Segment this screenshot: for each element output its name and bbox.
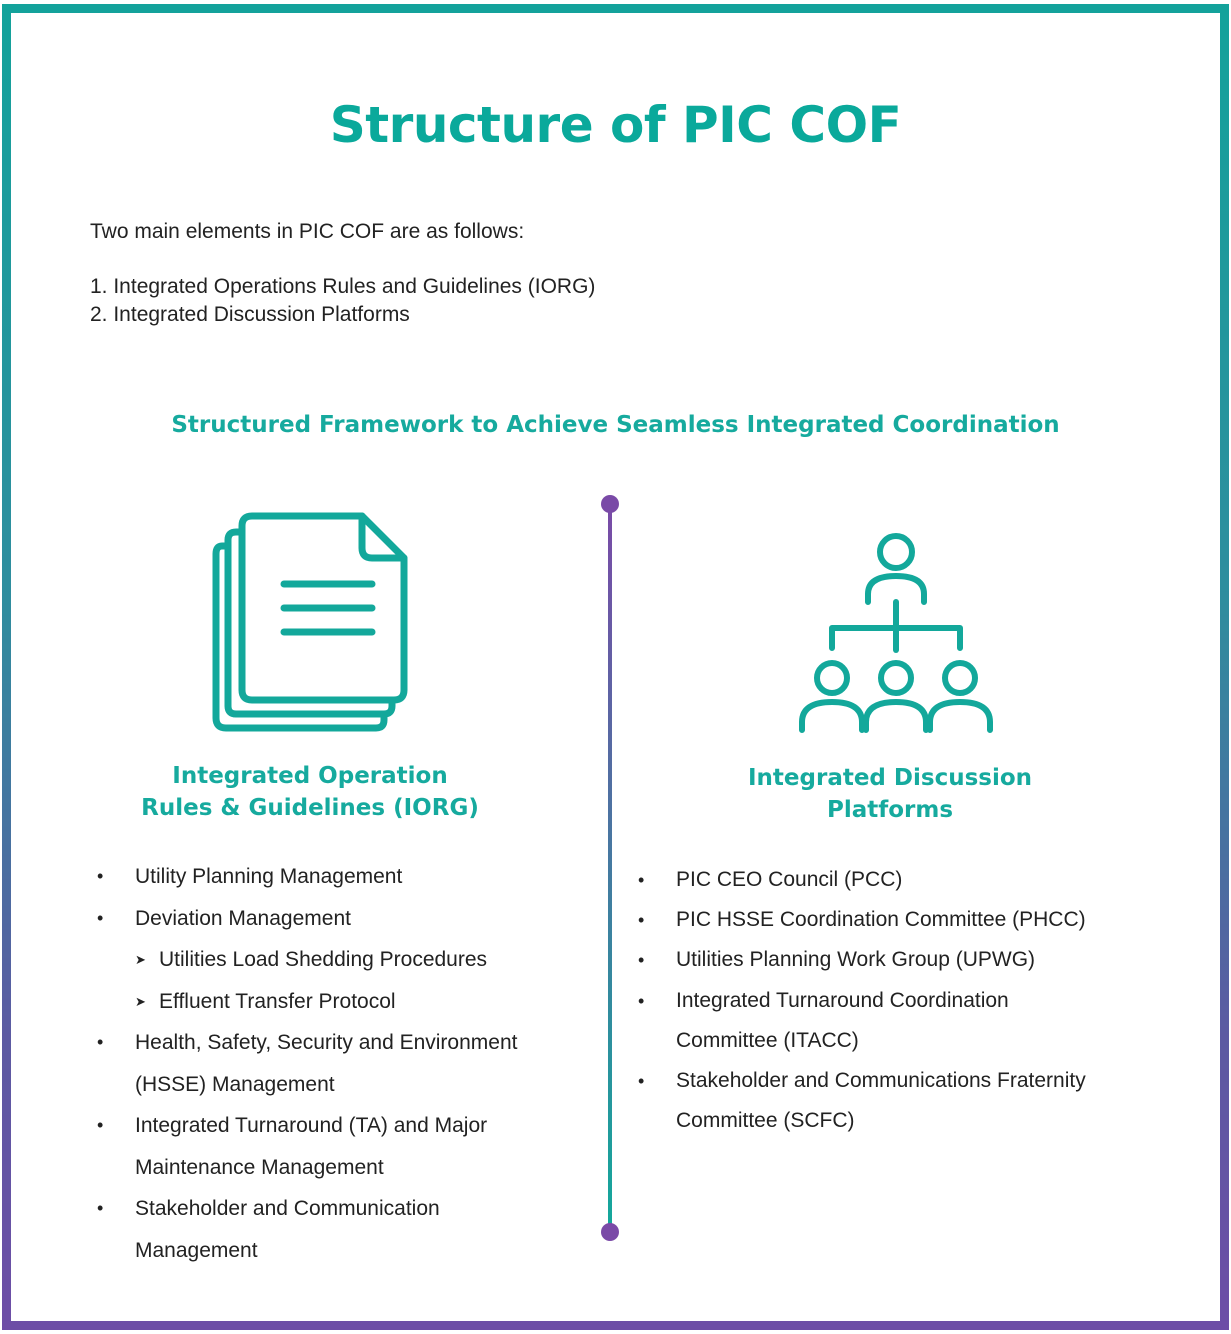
bullet-icon: • (638, 1071, 645, 1092)
list-item-continuation: (HSSE) Management (135, 1072, 335, 1096)
intro-section: Two main elements in PIC COF are as foll… (90, 218, 595, 329)
list-item-continuation: Committee (ITACC) (676, 1028, 859, 1052)
list-item: •PIC HSSE Coordination Committee (PHCC) (636, 900, 1156, 940)
bullet-icon: • (97, 907, 104, 928)
iorg-heading: Integrated Operation Rules & Guidelines … (120, 760, 500, 824)
list-item: •PIC CEO Council (PCC) (636, 860, 1156, 900)
list-item: •Utilities Planning Work Group (UPWG) (636, 940, 1156, 980)
platforms-list: •PIC CEO Council (PCC) •PIC HSSE Coordin… (636, 860, 1156, 1141)
list-item: •Utility Planning Management (95, 856, 595, 898)
list-item-continuation: Maintenance Management (135, 1155, 384, 1179)
intro-item: 2. Integrated Discussion Platforms (90, 303, 410, 326)
page-title: Structure of PIC COF (329, 96, 902, 154)
divider-line (608, 504, 612, 1232)
bullet-icon: • (638, 950, 645, 971)
intro-lead: Two main elements in PIC COF are as foll… (90, 220, 525, 243)
iorg-heading-line2: Rules & Guidelines (IORG) (141, 795, 479, 821)
list-item: •Stakeholder and Communication (95, 1188, 595, 1230)
sub-list-item: ➤Utilities Load Shedding Procedures (95, 939, 595, 981)
org-chart-icon (799, 533, 993, 733)
arrow-bullet-icon: ➤ (135, 993, 146, 1009)
list-item-continuation: Committee (SCFC) (676, 1109, 855, 1133)
framework-subtitle: Structured Framework to Achieve Seamless… (171, 412, 1060, 438)
bullet-icon: • (638, 910, 645, 931)
list-item: •Health, Safety, Security and Environmen… (95, 1022, 595, 1064)
list-item-continuation: Management (135, 1238, 258, 1262)
platforms-heading-line2: Platforms (826, 797, 954, 823)
documents-icon (212, 512, 408, 732)
vertical-divider (601, 495, 619, 1241)
bullet-icon: • (638, 990, 645, 1011)
platforms-heading: Integrated Discussion Platforms (700, 762, 1080, 826)
list-item: •Stakeholder and Communications Fraterni… (636, 1061, 1156, 1101)
list-item: •Integrated Turnaround (TA) and Major (95, 1105, 595, 1147)
bullet-icon: • (97, 1115, 104, 1135)
bullet-icon: • (638, 870, 645, 890)
divider-bottom-dot (601, 1223, 619, 1241)
bullet-icon: • (97, 866, 104, 886)
bullet-icon: • (97, 1198, 104, 1218)
list-item: •Integrated Turnaround Coordination (636, 981, 1156, 1021)
divider-top-dot (601, 495, 619, 513)
bullet-icon: • (97, 1032, 104, 1052)
intro-item: 1. Integrated Operations Rules and Guide… (90, 275, 596, 298)
iorg-heading-line1: Integrated Operation (172, 763, 448, 789)
list-item: •Deviation Management (95, 898, 595, 940)
platforms-heading-line1: Integrated Discussion (747, 765, 1033, 791)
gradient-border-frame (2, 4, 1229, 1330)
sub-list-item: ➤Effluent Transfer Protocol (95, 981, 595, 1023)
intro-list: 1. Integrated Operations Rules and Guide… (90, 273, 595, 329)
iorg-list: •Utility Planning Management •Deviation … (95, 856, 595, 1271)
arrow-bullet-icon: ➤ (135, 952, 146, 967)
